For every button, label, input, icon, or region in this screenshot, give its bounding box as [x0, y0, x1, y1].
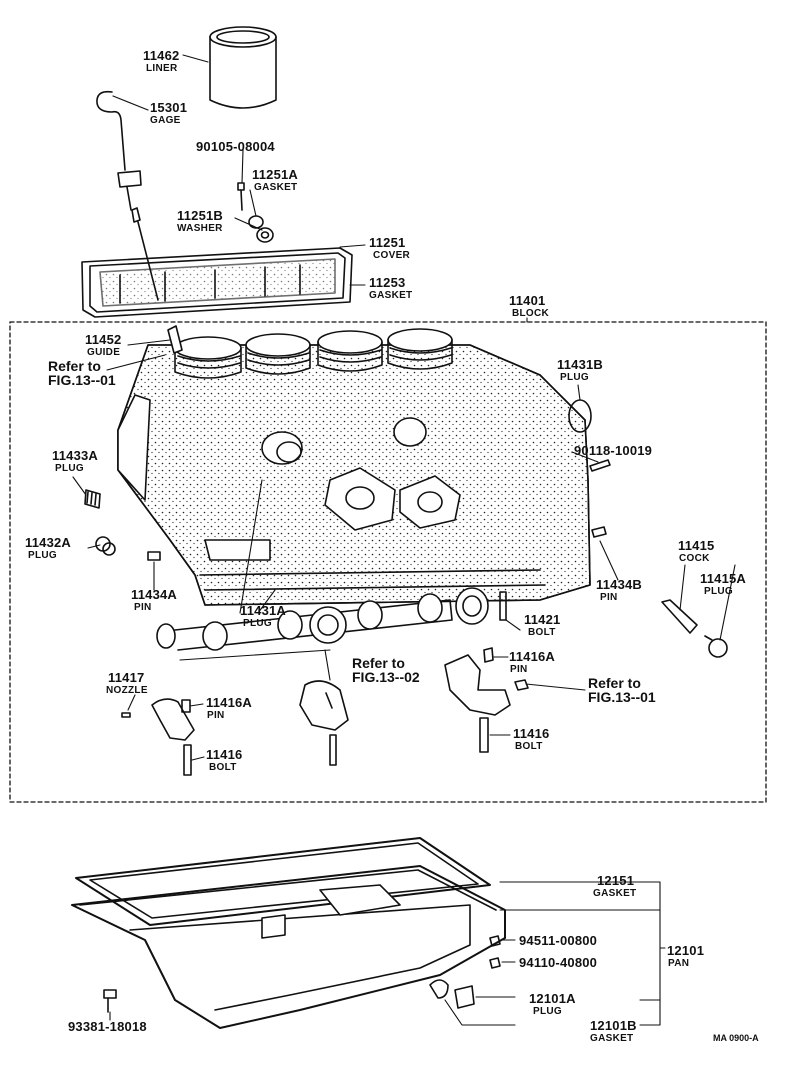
cover-number: 11251 — [369, 235, 406, 250]
refer-fig1301-top-line1: Refer to — [48, 358, 101, 374]
refer-fig1302-line2: FIG.13--02 — [352, 669, 420, 685]
gage-name: GAGE — [150, 115, 181, 126]
pin-11416a-left-number: 11416A — [206, 695, 253, 710]
pin-11416a-right-number: 11416A — [509, 649, 556, 664]
plug-11431a-name: PLUG — [243, 618, 272, 629]
refer-fig1301-right-line2: FIG.13--01 — [588, 689, 656, 705]
bolt-11416-left-name: BOLT — [209, 762, 237, 773]
gasket-11253-number: 11253 — [369, 275, 406, 290]
pin-11416a-right-name: PIN — [510, 664, 528, 675]
pan-name: PAN — [668, 958, 690, 969]
cover-name: COVER — [373, 250, 411, 261]
pin-11434b-name: PIN — [600, 592, 618, 603]
plug-11433a-name: PLUG — [55, 463, 84, 474]
oil-pan — [71, 837, 506, 1029]
plug-11432a-number: 11432A — [25, 535, 72, 550]
part-93381-number: 93381-18018 — [68, 1019, 147, 1034]
plug-11415a-name: PLUG — [704, 586, 733, 597]
block-name: BLOCK — [512, 308, 550, 319]
plug-12101a-number: 12101A — [529, 991, 576, 1006]
bolt-11421-number: 11421 — [524, 612, 561, 627]
guide-name: GUIDE — [87, 347, 121, 358]
guide-number: 11452 — [85, 332, 122, 347]
pin-11416a-left-name: PIN — [207, 710, 225, 721]
leader-lines — [72, 54, 736, 1026]
bolt-90105-number: 90105-08004 — [196, 139, 275, 154]
pin-11434b-number: 11434B — [596, 577, 643, 592]
plug-11432a-part — [95, 536, 116, 556]
stud-part — [589, 459, 611, 472]
camshaft-part — [156, 587, 489, 651]
gasket-12101b-name: GASKET — [590, 1033, 634, 1044]
refer-fig1301-right-line1: Refer to — [588, 675, 641, 691]
plug-11433a-part — [84, 489, 101, 509]
engine-block — [117, 328, 591, 606]
plug-11415a-number: 11415A — [700, 571, 747, 586]
liner-name: LINER — [146, 63, 178, 74]
bolt-11416-right-number: 11416 — [513, 726, 550, 741]
right-bracket — [444, 647, 529, 753]
refer-fig1302-line1: Refer to — [352, 655, 405, 671]
side-cover — [81, 247, 353, 318]
gage-number: 15301 — [150, 100, 188, 115]
cock-name: COCK — [679, 553, 710, 564]
bolt-11416-right-name: BOLT — [515, 741, 543, 752]
cock-part — [661, 599, 728, 658]
block-group-box — [9, 321, 767, 803]
washer-11251b-name: WASHER — [177, 223, 223, 234]
cover-fasteners — [237, 182, 274, 243]
pin-11434a-part — [147, 551, 161, 561]
gasket-12151-name: GASKET — [593, 888, 637, 899]
nozzle-number: 11417 — [108, 670, 145, 685]
pin-11434a-number: 11434A — [131, 587, 178, 602]
washer-11251b-number: 11251B — [177, 208, 224, 223]
center-bracket — [299, 680, 349, 766]
stud-90118-number: 90118-10019 — [574, 443, 653, 458]
gasket-12151-number: 12151 — [597, 873, 635, 888]
gasket-11251a-number: 11251A — [252, 167, 299, 182]
plug-11431b-name: PLUG — [560, 372, 589, 383]
plug-11431b-number: 11431B — [557, 357, 604, 372]
liner-part — [209, 26, 277, 109]
gasket-12101b-number: 12101B — [590, 1018, 637, 1033]
gasket-11253-name: GASKET — [369, 290, 413, 301]
part-94511-number: 94511-00800 — [519, 933, 598, 948]
gasket-11251a-name: GASKET — [254, 182, 298, 193]
left-bracket — [121, 698, 195, 776]
nozzle-name: NOZZLE — [106, 685, 148, 696]
plug-12101a-name: PLUG — [533, 1006, 562, 1017]
pan-number: 12101 — [667, 943, 705, 958]
refer-fig1301-top-line2: FIG.13--01 — [48, 372, 116, 388]
footer-code: MA 0900-A — [713, 1033, 759, 1043]
plug-11432a-name: PLUG — [28, 550, 57, 561]
guide-part — [167, 325, 183, 354]
bolt-11416-left-number: 11416 — [206, 747, 243, 762]
cock-number: 11415 — [678, 538, 715, 553]
plug-11431a-number: 11431A — [240, 603, 287, 618]
pin-11434b-part — [591, 526, 607, 538]
pin-11434a-name: PIN — [134, 602, 152, 613]
part-94110-number: 94110-40800 — [519, 955, 598, 970]
plug-11433a-number: 11433A — [52, 448, 99, 463]
bolt-11421-name: BOLT — [528, 627, 556, 638]
block-number: 11401 — [509, 293, 546, 308]
liner-number: 11462 — [143, 48, 180, 63]
